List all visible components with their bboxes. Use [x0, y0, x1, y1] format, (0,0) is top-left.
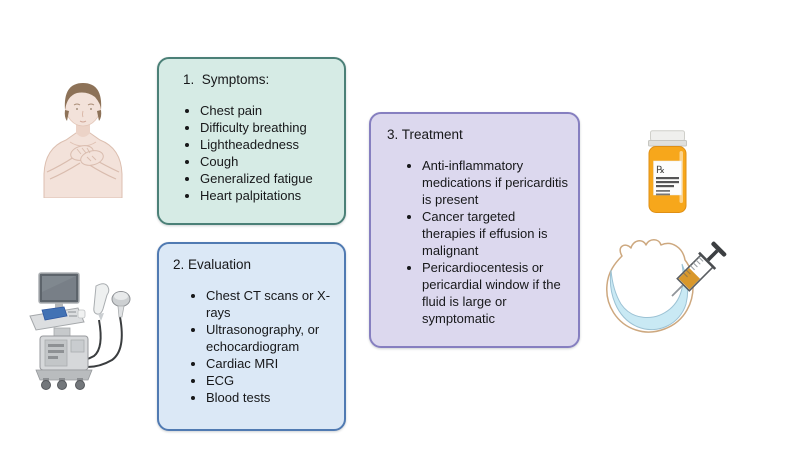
pericardiocentesis-icon	[606, 239, 727, 333]
machine-cart	[29, 272, 93, 390]
evaluation-box: 2. Evaluation Chest CT scans or X-rays U…	[157, 242, 346, 431]
linear-probe	[93, 283, 110, 321]
hands-on-chest	[70, 145, 104, 166]
treatment-list: Anti-inflammatory medications if pericar…	[371, 157, 578, 327]
treatment-title: 3. Treatment	[387, 127, 463, 142]
convex-probe	[111, 291, 131, 318]
symptoms-title: 1. Symptoms:	[183, 72, 270, 87]
evaluation-item: ECG	[206, 372, 338, 389]
symptoms-box: 1. Symptoms: Chest pain Difficulty breat…	[157, 57, 346, 225]
symptoms-list: Chest pain Difficulty breathing Lighthea…	[159, 102, 344, 204]
treatment-box: 3. Treatment Anti-inflammatory medicatio…	[369, 112, 580, 348]
patient-body	[43, 83, 123, 198]
symptom-item: Difficulty breathing	[200, 119, 338, 136]
patient-chest-pain-icon	[43, 83, 123, 198]
evaluation-item: Chest CT scans or X-rays	[206, 287, 338, 321]
hair	[64, 83, 102, 110]
symptom-item: Chest pain	[200, 102, 338, 119]
rx-symbol: ℞	[656, 165, 665, 176]
pill-bottle-icon: ℞	[648, 130, 687, 213]
symptom-item: Cough	[200, 153, 338, 170]
evaluation-title: 2. Evaluation	[173, 257, 252, 272]
symptom-item: Generalized fatigue	[200, 170, 338, 187]
evaluation-list: Chest CT scans or X-rays Ultrasonography…	[159, 287, 344, 406]
syringe	[671, 241, 727, 297]
ultrasound-machine-icon	[29, 272, 131, 390]
pericardial-sac	[606, 239, 694, 333]
symptom-item: Lightheadedness	[200, 136, 338, 153]
treatment-item: Cancer targeted therapies if effusion is…	[422, 208, 572, 259]
evaluation-item: Cardiac MRI	[206, 355, 338, 372]
symptom-item: Heart palpitations	[200, 187, 338, 204]
treatment-item: Pericardiocentesis or pericardial window…	[422, 259, 572, 327]
evaluation-item: Ultrasonography, or echocardiogram	[206, 321, 338, 355]
evaluation-item: Blood tests	[206, 389, 338, 406]
treatment-item: Anti-inflammatory medications if pericar…	[422, 157, 572, 208]
bottle: ℞	[648, 130, 687, 213]
